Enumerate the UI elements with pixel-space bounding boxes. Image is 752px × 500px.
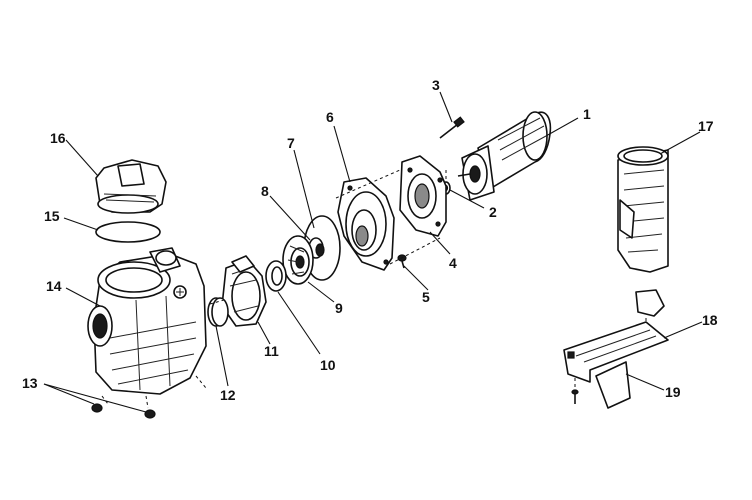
label-8: 8: [261, 183, 269, 199]
label-11: 11: [264, 343, 279, 359]
adapter-plate-part-4: [399, 155, 447, 237]
lid-oring-part-15: [95, 221, 161, 243]
label-18: 18: [702, 312, 718, 328]
bolt-part-3: [439, 116, 465, 139]
leader-lines: [43, 91, 703, 413]
screw-part-5: [397, 254, 407, 269]
label-16: 16: [50, 130, 66, 146]
drain-plugs-part-13: [91, 403, 156, 419]
label-4: 4: [449, 255, 457, 271]
label-10: 10: [320, 357, 336, 373]
pump-housing-part-14: [87, 247, 207, 395]
base-part-18: [563, 289, 669, 409]
assembly-lines: [101, 169, 647, 409]
label-6: 6: [326, 109, 334, 125]
label-19: 19: [665, 384, 681, 400]
label-5: 5: [422, 289, 430, 305]
diffuser-part-11: [221, 255, 267, 327]
label-12: 12: [220, 387, 236, 403]
label-15: 15: [44, 208, 60, 224]
label-17: 17: [698, 118, 714, 134]
label-3: 3: [432, 77, 440, 93]
strainer-lid-part-16: [95, 159, 167, 214]
label-2: 2: [489, 204, 497, 220]
label-14: 14: [46, 278, 62, 294]
label-13: 13: [22, 375, 38, 391]
part-labels: 1 2 3 4 5 6 7 8 9 10 11 12 13 14 15 16 1…: [22, 77, 718, 403]
impeller-ring-part-10: [265, 260, 287, 292]
label-1: 1: [583, 106, 591, 122]
seal-plate-part-6: [337, 177, 395, 271]
label-9: 9: [335, 300, 343, 316]
motor-part: [457, 111, 552, 201]
impeller-part-9: [282, 235, 314, 285]
base-screw-part-19: [571, 389, 579, 404]
label-7: 7: [287, 135, 295, 151]
strainer-basket-part-17: [617, 146, 669, 273]
